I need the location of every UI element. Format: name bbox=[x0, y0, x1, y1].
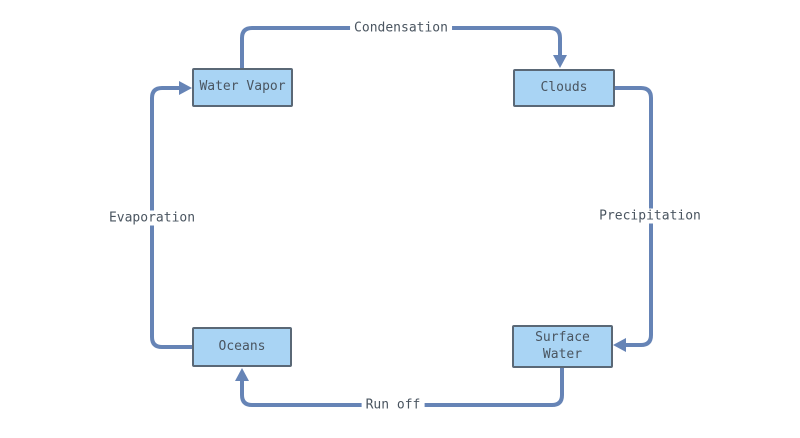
node-surface-water: Surface Water bbox=[512, 325, 613, 368]
node-clouds: Clouds bbox=[513, 69, 615, 107]
arrowhead-into-clouds bbox=[553, 55, 567, 68]
node-oceans: Oceans bbox=[192, 327, 292, 367]
node-label: Surface Water bbox=[535, 329, 590, 362]
node-label: Oceans bbox=[218, 338, 266, 354]
edge-label-condensation: Condensation bbox=[350, 20, 452, 36]
node-label: Clouds bbox=[540, 79, 588, 95]
arrowhead-into-water-vapor bbox=[179, 81, 192, 95]
edge-label-runoff: Run off bbox=[361, 397, 425, 413]
edge-label-precipitation: Precipitation bbox=[595, 208, 705, 224]
arrowhead-into-surface-water bbox=[613, 338, 626, 352]
node-water-vapor: Water Vapor bbox=[192, 68, 293, 107]
edge-label-evaporation: Evaporation bbox=[104, 210, 200, 226]
node-label: Water Vapor bbox=[199, 79, 286, 95]
arrowhead-into-oceans bbox=[235, 368, 249, 381]
